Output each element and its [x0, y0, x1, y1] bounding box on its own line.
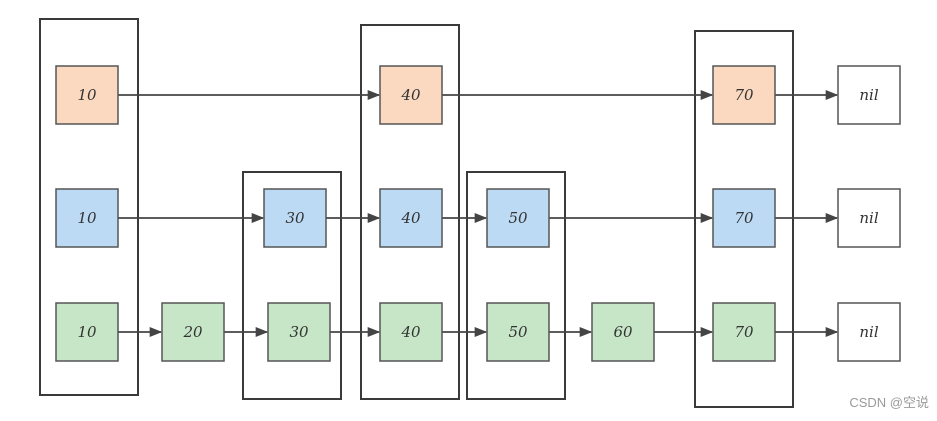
level-2-node-70: [712, 188, 776, 248]
level-1-node-label-30: 30: [289, 323, 309, 341]
level-1-node-60: [591, 302, 655, 362]
level-2-node-50: [486, 188, 550, 248]
level-1-node-50: [486, 302, 550, 362]
level-1-node-20: [161, 302, 225, 362]
level-2-node-40: [379, 188, 443, 248]
level-1-nil-node: [837, 302, 901, 362]
tower-box-70: [694, 30, 794, 408]
tower-box-50: [466, 171, 566, 400]
level-3-nil-node: [837, 65, 901, 125]
tower-box-40: [360, 24, 460, 400]
level-3-node-label-10: 10: [77, 86, 97, 104]
level-1-node-40: [379, 302, 443, 362]
level-1-node-label-20: 20: [182, 323, 203, 341]
level-1-node-30: [267, 302, 331, 362]
level-2-node-label-40: 40: [400, 209, 421, 227]
level-2-nil-label: nil: [859, 209, 878, 227]
tower-box-10: [39, 18, 139, 396]
level-3-nil-label: nil: [859, 86, 878, 104]
level-2-node-label-10: 10: [77, 209, 97, 227]
level-1-node-label-50: 50: [508, 323, 528, 341]
level-2-node-label-30: 30: [285, 209, 305, 227]
level-1-node-label-60: 60: [613, 323, 633, 341]
watermark: CSDN @空说: [849, 395, 929, 410]
level-3-node-40: [379, 65, 443, 125]
tower-groups: [39, 18, 794, 408]
level-2-node-label-70: 70: [734, 209, 754, 227]
level-1-node-label-40: 40: [400, 323, 421, 341]
level-3-node-70: [712, 65, 776, 125]
level-1-node-70: [712, 302, 776, 362]
level-1-node-label-10: 10: [77, 323, 97, 341]
list-nodes: 10 40 70 nil 10 30 40 50 70 nil 10 20 30 40 50 60 70 nil: [55, 65, 901, 362]
pointer-arrows: [118, 89, 839, 338]
level-1-node-label-70: 70: [734, 323, 754, 341]
level-1-nil-label: nil: [859, 323, 878, 341]
level-3-node-10: [55, 65, 119, 125]
tower-box-30: [242, 171, 342, 400]
level-1-node-10: [55, 302, 119, 362]
level-3-node-label-40: 40: [400, 86, 421, 104]
level-3-node-label-70: 70: [734, 86, 754, 104]
level-2-node-30: [263, 188, 327, 248]
level-2-node-10: [55, 188, 119, 248]
level-2-nil-node: [837, 188, 901, 248]
level-2-node-label-50: 50: [508, 209, 528, 227]
